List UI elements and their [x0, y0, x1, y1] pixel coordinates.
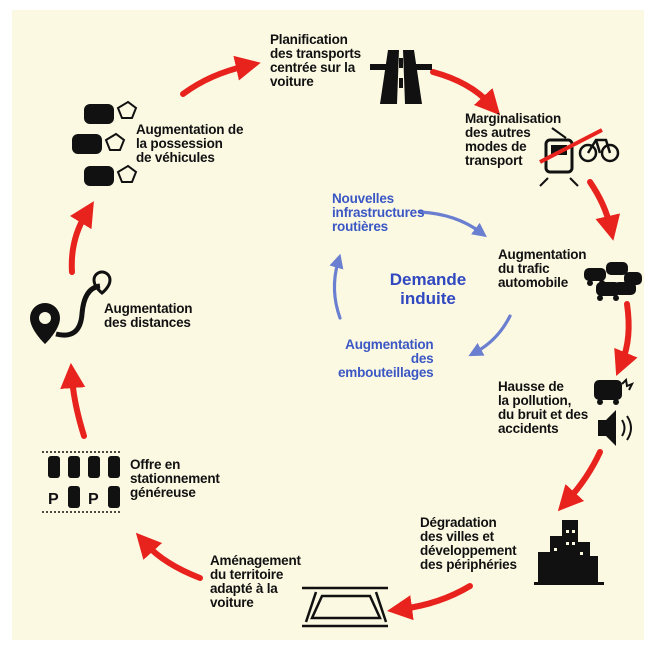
arrow-trafic-to-pollution [614, 301, 638, 376]
city-buildings-icon [534, 520, 604, 585]
label-marginalisation: Marginalisation des autres modes de tran… [465, 111, 562, 168]
label-pollution: Hausse de la pollution, du bruit et des … [498, 379, 589, 436]
crossed-out-tram-bike-icon [539, 127, 620, 187]
center-title: Demande induite [389, 270, 467, 308]
arrow-stationnement-to-distances [60, 362, 87, 439]
svg-text:P: P [88, 491, 99, 508]
label-planification: Planification des transports centrée sur… [270, 32, 361, 89]
diagram-background [12, 10, 644, 640]
arrow-distances-to-possession [68, 201, 94, 275]
cars-price-tag-icon [72, 100, 138, 186]
label-infrastructures: Nouvelles infrastructures routières [332, 191, 425, 234]
arrow-embouteillages-to-infrastructures [329, 253, 344, 320]
route-pin-icon [30, 270, 112, 344]
arrow-planification-to-marginalisation [430, 69, 501, 116]
arrow-pollution-to-degradation [557, 449, 603, 512]
road-lanes-icon [302, 586, 388, 628]
label-possession: Augmentation de la possession de véhicul… [136, 122, 244, 165]
crash-noise-icon [594, 377, 635, 446]
label-degradation: Dégradation des villes et développement … [420, 515, 517, 572]
arrow-amenagement-to-stationnement [135, 532, 203, 581]
label-embouteillages: Augmentation des embouteillages [338, 337, 434, 380]
car-traffic-icon [584, 262, 642, 301]
arrow-infrastructures-to-trafic [418, 210, 487, 238]
parking-lot-icon: P P [42, 451, 122, 513]
svg-text:P: P [48, 491, 59, 508]
label-trafic: Augmentation du trafic automobile [498, 247, 587, 290]
arrow-possession-to-planification [180, 55, 261, 97]
arrow-trafic-to-embouteillages [468, 314, 512, 357]
arrow-degradation-to-amenagement [387, 583, 473, 621]
arrow-marginalisation-to-trafic [587, 179, 621, 241]
label-distances: Augmentation des distances [104, 301, 193, 330]
highway-icon [370, 50, 432, 104]
label-stationnement: Offre en stationnement généreuse [130, 457, 220, 500]
label-amenagement: Aménagement du territoire adapté à la vo… [210, 553, 301, 610]
